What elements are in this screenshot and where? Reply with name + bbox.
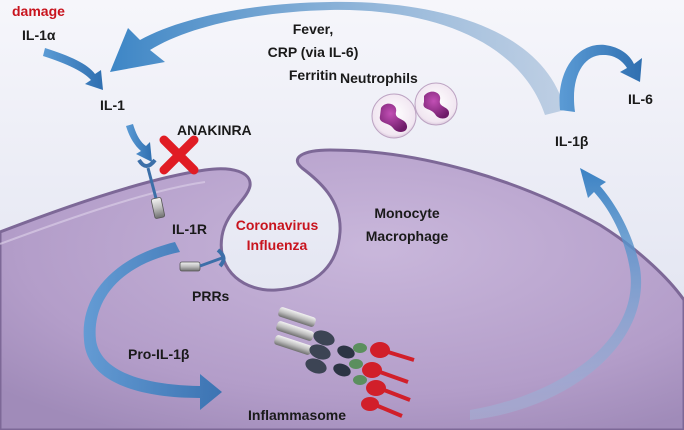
prrs-label: PRRs: [192, 288, 230, 304]
anakinra-label: ANAKINRA: [177, 122, 252, 138]
neutrophil-cell-icon: [371, 93, 417, 139]
il1-receptor-arrow: [126, 124, 152, 162]
neutrophil-cell-icon: [414, 82, 458, 126]
macrophage-label: Macrophage: [365, 228, 449, 244]
neutrophils-label: Neutrophils: [340, 70, 418, 86]
ferritin-label: Ferritin: [288, 67, 338, 83]
il1r-label: IL-1R: [172, 221, 207, 237]
red-x-block-icon: [159, 135, 199, 175]
pro-il1-beta-label: Pro-IL-1β: [128, 346, 190, 362]
damage-label: damage: [12, 3, 65, 19]
prr-receptor-icon: [179, 248, 226, 272]
il1-alpha-arrow: [43, 48, 103, 90]
pathogen-line1-label: Coronavirus: [235, 217, 319, 233]
macrophage-cell: [0, 148, 684, 430]
signaling-arrow: [83, 242, 222, 410]
receptor-icon: [137, 158, 165, 219]
il6-arrow: [559, 44, 642, 112]
il1-beta-label: IL-1β: [555, 133, 589, 149]
il1-label: IL-1: [100, 97, 125, 113]
monocyte-label: Monocyte: [374, 205, 440, 221]
fever-label: Fever,: [292, 21, 334, 37]
secretion-arrow: [470, 168, 642, 420]
pathogen-line2-label: Influenza: [246, 237, 308, 253]
crp-label: CRP (via IL-6): [267, 44, 359, 60]
il1-alpha-label: IL-1α: [22, 27, 56, 43]
inflammasome-complex: [274, 307, 415, 418]
il6-label: IL-6: [628, 91, 653, 107]
inflammasome-label: Inflammasome: [248, 407, 347, 423]
cell-membrane-highlight: [0, 181, 206, 245]
